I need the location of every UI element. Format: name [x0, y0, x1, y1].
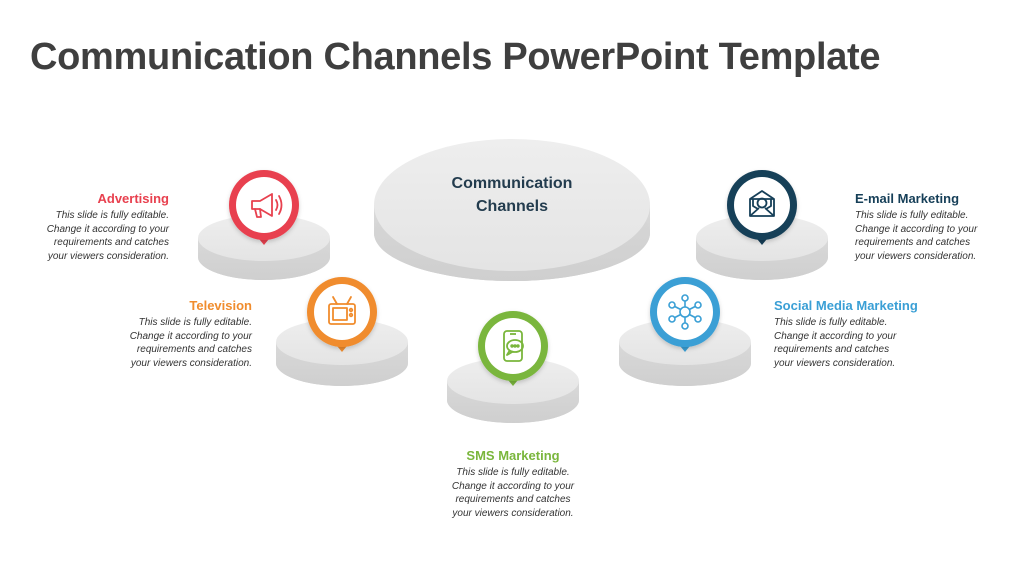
- disc-sms: [447, 358, 579, 423]
- desc-line: Change it according to your: [774, 330, 897, 342]
- network-icon: [668, 294, 702, 330]
- center-label: Communication Channels: [432, 172, 592, 218]
- desc-line: requirements and catches: [455, 494, 571, 505]
- desc-line: Change it according to your: [46, 223, 169, 235]
- center-label-line1: Communication: [451, 175, 573, 192]
- pin-advertising: [229, 170, 299, 245]
- slide-title: Communication Channels PowerPoint Templa…: [30, 36, 881, 78]
- desc-line: your viewers consideration.: [774, 357, 896, 369]
- desc-line: your viewers consideration.: [452, 507, 574, 519]
- desc-line: requirements and catches: [136, 344, 252, 355]
- desc-line: requirements and catches: [774, 344, 890, 355]
- desc-line: Change it according to your: [129, 330, 252, 342]
- desc-line: Change it according to your: [855, 223, 978, 235]
- desc-line: This slide is fully editable.: [456, 467, 570, 478]
- desc-line: requirements and catches: [855, 237, 971, 248]
- email-icon: [749, 190, 775, 217]
- channel-title-social: Social Media Marketing: [774, 298, 918, 313]
- desc-line: This slide is fully editable.: [55, 210, 169, 221]
- channel-desc-social: This slide is fully editable. Change it …: [774, 316, 1004, 370]
- pin-sms: [478, 311, 548, 386]
- channel-title-advertising: Advertising: [97, 191, 169, 206]
- center-disc: [374, 139, 650, 281]
- tv-icon: [328, 296, 356, 325]
- channel-sms: SMS Marketing This slide is fully editab…: [398, 448, 628, 520]
- channel-desc-sms: This slide is fully editable. Change it …: [398, 466, 628, 520]
- desc-line: This slide is fully editable.: [855, 210, 969, 221]
- desc-line: your viewers consideration.: [130, 357, 252, 369]
- center-label-line2: Channels: [475, 198, 548, 215]
- channel-social: Social Media Marketing This slide is ful…: [774, 298, 1004, 370]
- channel-title-email: E-mail Marketing: [855, 191, 960, 206]
- channel-desc-television: This slide is fully editable. Change it …: [22, 316, 252, 370]
- channel-desc-advertising: This slide is fully editable. Change it …: [0, 209, 169, 263]
- desc-line: requirements and catches: [53, 237, 169, 248]
- desc-line: This slide is fully editable.: [774, 317, 888, 328]
- megaphone-icon: [251, 193, 283, 218]
- pin-email: [727, 170, 797, 245]
- channel-title-sms: SMS Marketing: [466, 448, 560, 463]
- channel-title-television: Television: [189, 298, 252, 313]
- smartphone-icon: [503, 330, 524, 362]
- desc-line: Change it according to your: [451, 480, 575, 492]
- channel-email: E-mail Marketing This slide is fully edi…: [855, 191, 1015, 263]
- desc-line: your viewers consideration.: [47, 250, 169, 262]
- channel-television: Television This slide is fully editable.…: [22, 298, 252, 370]
- channel-advertising: Advertising This slide is fully editable…: [0, 191, 169, 263]
- channel-desc-email: This slide is fully editable. Change it …: [855, 209, 1015, 263]
- desc-line: This slide is fully editable.: [138, 317, 252, 328]
- pin-social: [650, 277, 720, 352]
- desc-line: your viewers consideration.: [855, 250, 977, 262]
- pin-television: [307, 277, 377, 352]
- disc-advertising: [198, 215, 330, 280]
